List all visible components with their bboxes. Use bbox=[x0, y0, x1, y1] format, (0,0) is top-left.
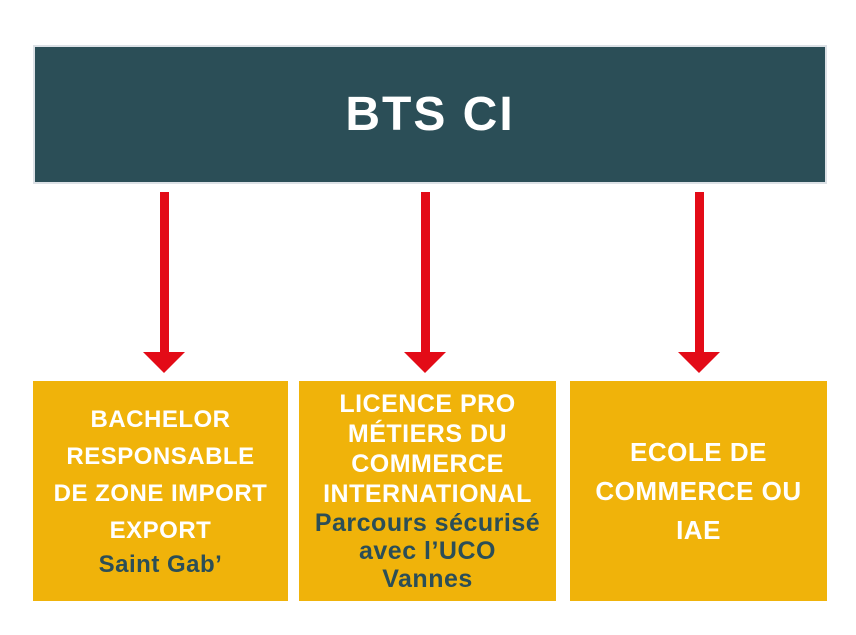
box-title-line: LICENCE PRO bbox=[339, 390, 516, 418]
box-subtitle-line: Vannes bbox=[382, 565, 473, 593]
box-title-line: IAE bbox=[676, 514, 721, 545]
arrow-shaft bbox=[420, 192, 430, 352]
box-title-line: COMMERCE OU bbox=[595, 475, 802, 506]
box-subtitle-line: Parcours sécurisé bbox=[314, 509, 541, 537]
arrow-head bbox=[404, 352, 446, 373]
arrow-shaft bbox=[159, 192, 169, 352]
box-title-line: EXPORT bbox=[109, 517, 212, 544]
box-title-line: INTERNATIONAL bbox=[323, 480, 532, 508]
box-title-line: RESPONSABLE bbox=[66, 443, 255, 470]
header-title: BTS CI bbox=[345, 88, 515, 141]
box-subtitle-line: Saint Gab’ bbox=[98, 551, 223, 578]
down-arrow-icon bbox=[404, 192, 446, 373]
outcome-box-licence-pro: LICENCE PRO MÉTIERS DU COMMERCE INTERNAT… bbox=[299, 381, 556, 601]
down-arrow-icon bbox=[678, 192, 720, 373]
arrow-head bbox=[143, 352, 185, 373]
down-arrow-icon bbox=[143, 192, 185, 373]
box-title-line: COMMERCE bbox=[351, 450, 504, 478]
outcome-box-ecole-commerce: ECOLE DE COMMERCE OU IAE bbox=[570, 381, 827, 601]
bts-ci-header: BTS CI bbox=[33, 45, 827, 184]
box-subtitle-line: avec l’UCO bbox=[358, 537, 496, 565]
outcome-box-bachelor: BACHELOR RESPONSABLE DE ZONE IMPORT EXPO… bbox=[33, 381, 288, 601]
box-title-line: MÉTIERS DU bbox=[347, 420, 508, 448]
box-title-line: ECOLE DE bbox=[630, 436, 767, 467]
arrow-shaft bbox=[694, 192, 704, 352]
box-title-line: BACHELOR bbox=[90, 406, 231, 433]
box-title-line: DE ZONE IMPORT bbox=[53, 480, 268, 507]
arrow-head bbox=[678, 352, 720, 373]
